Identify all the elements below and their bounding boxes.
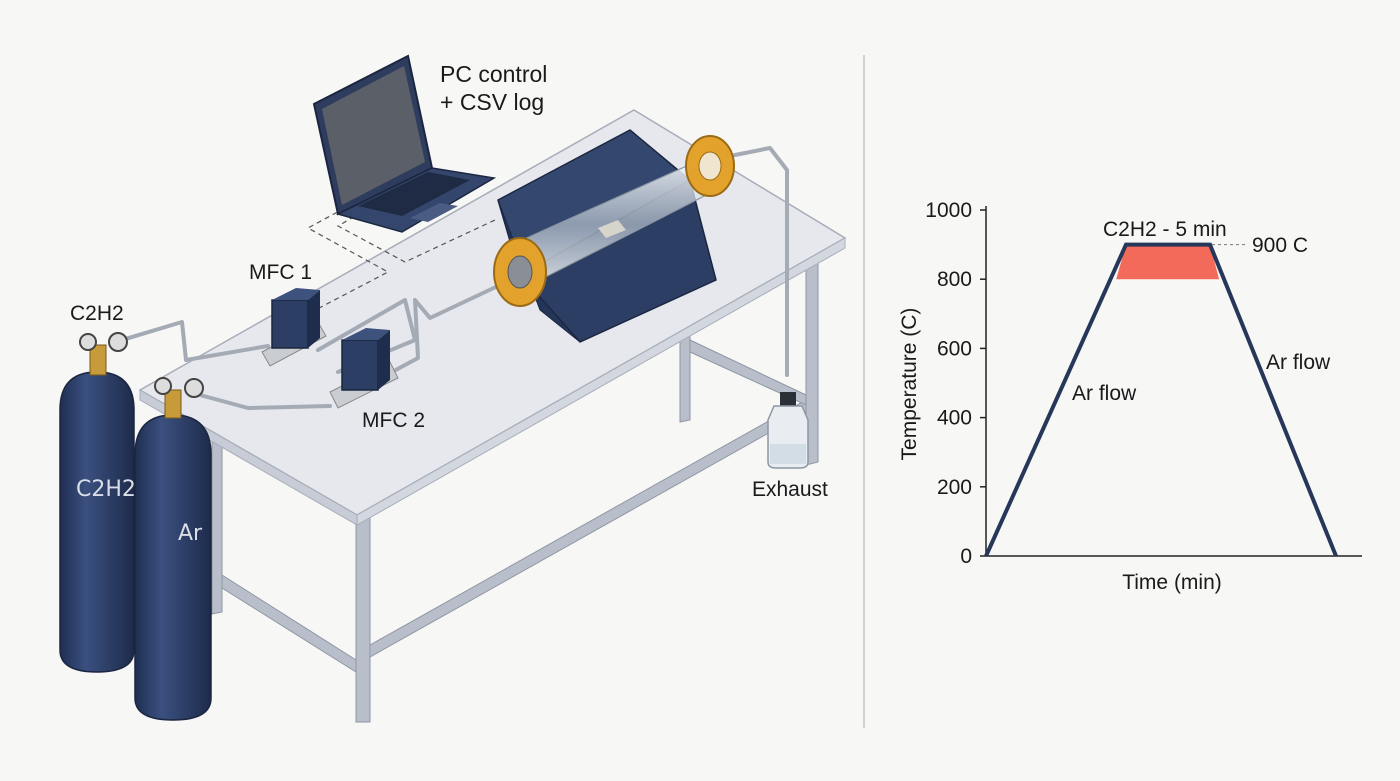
table-legs (211, 251, 819, 723)
ar-cylinder-label: Ar (178, 521, 203, 546)
mfc1-label: MFC 1 (249, 261, 312, 284)
c2h2-cylinder-label: C2H2 (76, 477, 136, 502)
exhaust-label: Exhaust (752, 478, 828, 501)
y-tick-label: 600 (937, 337, 972, 360)
laptop (312, 54, 497, 233)
y-tick-label: 800 (937, 268, 972, 291)
mfc1-device (261, 288, 327, 367)
y-tick-labels: 0 200 400 600 800 1000 (925, 199, 986, 568)
tube-furnace (493, 129, 735, 343)
setpoint-annotation: 900 C (1252, 234, 1308, 257)
csv-log-label: + CSV log (440, 89, 544, 115)
y-tick-label: 200 (937, 476, 972, 499)
y-tick-label: 400 (937, 407, 972, 430)
data-cable (299, 207, 496, 319)
temperature-profile-chart: 0 200 400 600 800 1000 C2H2 - 5 min 900 C Ar … (898, 199, 1362, 594)
ramp-down-annotation: Ar flow (1266, 351, 1331, 374)
hold-band (1116, 244, 1220, 280)
temperature-profile-line (984, 242, 1338, 557)
x-axis-label: Time (min) (1122, 571, 1222, 594)
mfc2-label: MFC 2 (362, 409, 425, 432)
ramp-up-annotation: Ar flow (1072, 382, 1137, 405)
c2h2-label: C2H2 (70, 302, 124, 325)
apparatus-illustration: C2H2 Ar PC control + CSV log MFC 1 MFC 2… (59, 54, 847, 723)
mfc2-device (329, 328, 399, 409)
y-tick-label: 0 (960, 545, 972, 568)
ar-cylinder: Ar (134, 377, 212, 721)
y-tick-label: 1000 (925, 199, 972, 222)
hold-annotation: C2H2 - 5 min (1103, 218, 1227, 241)
exhaust-bottle (767, 392, 809, 469)
pc-control-label: PC control (440, 61, 547, 87)
y-axis-label: Temperature (C) (898, 308, 921, 461)
table (138, 109, 847, 526)
chart-axes (985, 206, 1362, 557)
c2h2-cylinder: C2H2 (59, 332, 136, 673)
